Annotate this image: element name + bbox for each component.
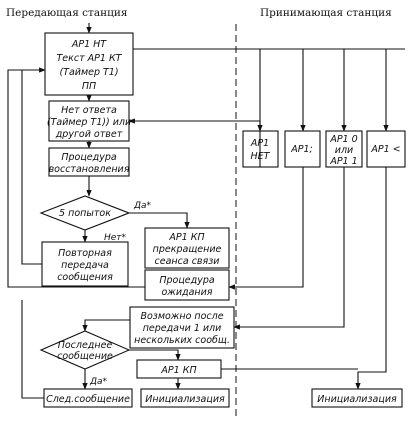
init-left-label: Инициализация <box>145 394 225 405</box>
last-message-line-1: Последнее <box>58 340 113 351</box>
repeat-line-3: сообщения <box>57 272 113 283</box>
sender-header: Передающая станция <box>6 7 128 19</box>
no-answer-line-3: другой ответ <box>55 129 123 140</box>
receiver-3-line-2: или <box>335 145 353 156</box>
attempts-no-label: Нет* <box>104 233 127 243</box>
repeat-line-2: передача <box>61 260 109 271</box>
wait-line-1: Процедура <box>159 275 215 286</box>
init-right-label: Инициализация <box>317 394 397 405</box>
no-answer-line-1: Нет ответа <box>61 105 117 116</box>
init-left-block <box>140 388 230 408</box>
possible-line-3: нескольких сообщ. <box>134 335 230 346</box>
attempts-yes-label: Да* <box>133 201 152 211</box>
receiver-2-label: АР1; <box>290 144 312 155</box>
receiver-3-line-1: АР1 0 <box>329 134 357 145</box>
last-message-yes-label: Да* <box>89 377 108 387</box>
start-line-3: (Таймер Т1) <box>59 67 118 78</box>
possible-line-2: передачи 1 или <box>143 323 222 334</box>
receiver-3-line-3: АР1 1 <box>329 156 357 167</box>
repeat-line-1: Повторная <box>58 248 112 259</box>
terminate-line-2: прекращение <box>153 244 222 255</box>
possible-line-1: Возможно после <box>140 311 223 322</box>
ap1kp-label: АР1 КП <box>160 365 196 376</box>
start-line-4: ПП <box>82 81 96 92</box>
terminate-line-1: АР1 КП <box>168 232 204 243</box>
receiver-1-line-2: НЕТ <box>251 151 271 162</box>
receiver-header: Принимающая станция <box>260 7 392 19</box>
wait-line-2: ожидания <box>161 287 212 298</box>
next-message-label: След.сообщение <box>46 394 130 405</box>
terminate-line-3: сеанса связи <box>155 256 220 267</box>
start-line-2: Текст АР1 КТ <box>56 53 122 64</box>
receiver-1-line-1: АР1 <box>250 138 269 149</box>
recovery-line-2: восстановления <box>49 164 130 175</box>
recovery-line-1: Процедура <box>61 152 117 163</box>
start-line-1: АР1 НТ <box>71 39 107 50</box>
attempts-label: 5 попыток <box>59 208 111 219</box>
receiver-4-label: АР1 < <box>370 144 400 155</box>
last-message-line-2: сообщение <box>57 351 113 362</box>
no-answer-line-2: (Таймер Т1)) или <box>47 117 131 128</box>
